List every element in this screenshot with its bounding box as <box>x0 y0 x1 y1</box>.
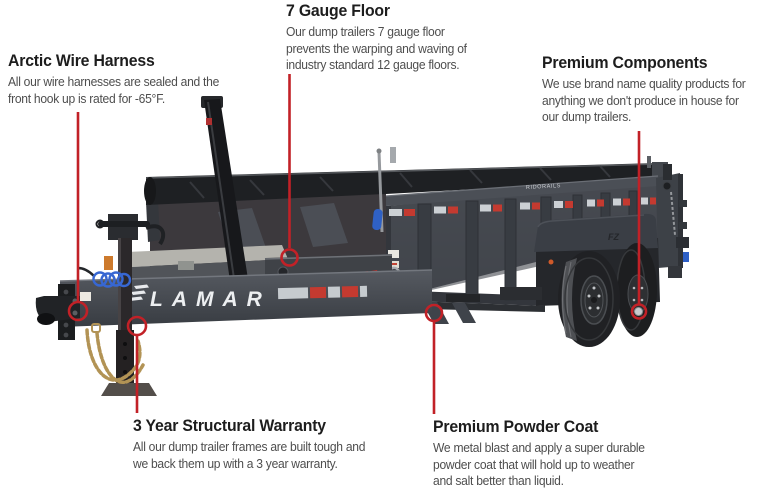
callout-title-premium-components: Premium Components <box>542 53 708 72</box>
callout-gauge-floor: 7 Gauge Floor Our dump trailers 7 gauge … <box>286 1 467 74</box>
callout-title-powder-coat: Premium Powder Coat <box>433 417 599 436</box>
callout-body-line: We use brand name quality products for <box>542 76 746 91</box>
callout-body-line: front hook up is rated for -65°F. <box>8 90 165 106</box>
callout-structural-warranty: 3 Year Structural Warranty All our dump … <box>133 416 365 472</box>
front-wheel <box>558 251 620 347</box>
blue-crank-handle <box>372 209 383 231</box>
tongue-beam: LAMAR <box>59 269 433 327</box>
hub-cap <box>634 307 643 316</box>
orange-sticker <box>104 256 113 270</box>
lamar-logo-text: LAMAR <box>150 288 271 311</box>
callout-body-line: Our dump trailers 7 gauge floor <box>286 24 445 39</box>
side-reflective-stripes <box>389 197 656 216</box>
warning-stickers <box>388 250 399 268</box>
adjustable-coupler <box>35 284 80 340</box>
tailgate <box>656 164 689 278</box>
callout-title-gauge-floor: 7 Gauge Floor <box>286 1 390 20</box>
callout-body-line: All our wire harnesses are sealed and th… <box>8 74 220 89</box>
bed-top-rail: RIDORAILS <box>385 175 659 206</box>
fender: FZ <box>534 213 658 252</box>
tandem-wheels <box>558 243 657 347</box>
jack-foot <box>101 383 157 396</box>
callout-arctic-wire-harness: Arctic Wire Harness All our wire harness… <box>8 51 219 107</box>
callout-title-arctic-wire-harness: Arctic Wire Harness <box>8 51 155 70</box>
callout-body-line: industry standard 12 gauge floors. <box>286 57 460 72</box>
callout-body-line: our dump trailers. <box>542 109 632 124</box>
callout-title-structural-warranty: 3 Year Structural Warranty <box>133 416 326 435</box>
tailgate-chain <box>670 191 676 236</box>
callout-body-line: we back them up with a 3 year warranty. <box>133 455 338 471</box>
callout-body-line: powder coat that will hold up to weather <box>433 456 635 472</box>
callout-body-line: All our dump trailer frames are built to… <box>133 439 366 454</box>
bed-corner-post <box>146 200 160 242</box>
jack-handle <box>145 224 166 246</box>
fender-emblem: FZ <box>608 232 619 242</box>
callout-body-line: prevents the warping and waving of <box>286 40 467 56</box>
beam-reflective-stripes <box>277 285 368 300</box>
callout-powder-coat: Premium Powder Coat We metal blast and a… <box>433 417 645 490</box>
rear-wheel <box>616 243 657 337</box>
rail-brand-label: RIDORAILS <box>526 183 561 191</box>
safety-chains <box>85 323 145 384</box>
callout-body-line: We metal blast and apply a super durable <box>433 440 645 455</box>
callout-premium-components: Premium Components We use brand name qua… <box>542 53 746 126</box>
blue-wire-coil <box>92 271 132 288</box>
white-label <box>80 292 91 301</box>
callout-body-line: anything we don't produce in house for <box>542 92 739 108</box>
callout-body-line: and salt better than liquid. <box>433 473 564 488</box>
lamar-logo: LAMAR <box>128 284 271 311</box>
blue-clamp <box>683 252 689 262</box>
